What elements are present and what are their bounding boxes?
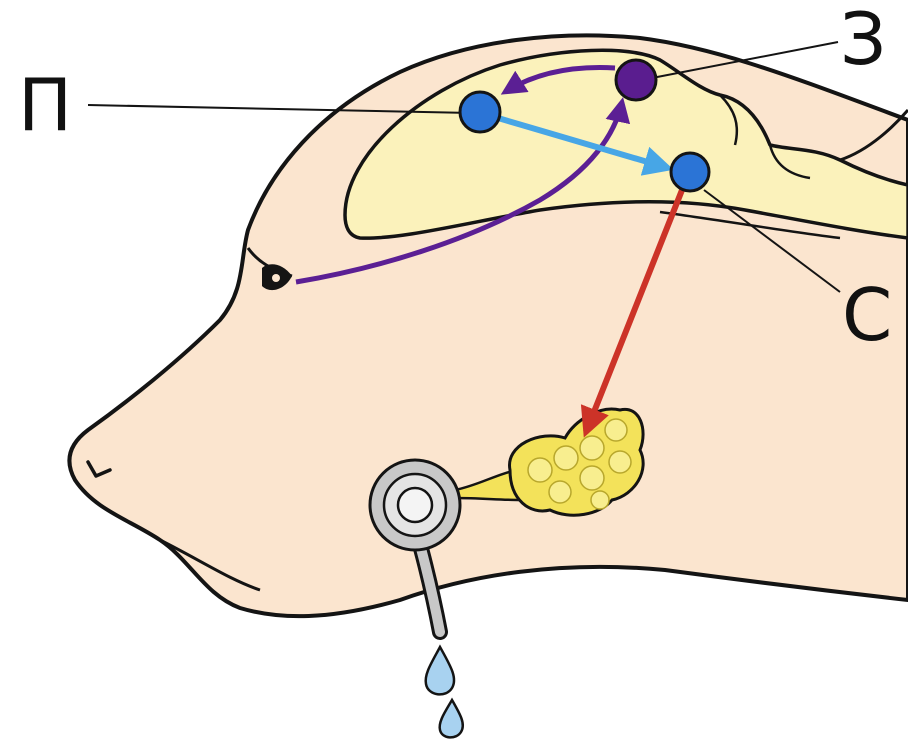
fistula-disk [370, 460, 460, 550]
center-p [460, 92, 500, 132]
label-p: П [18, 63, 72, 147]
saliva-drop-2 [440, 700, 463, 737]
center-z [616, 60, 656, 100]
center-s [671, 153, 709, 191]
saliva-drop-1 [426, 647, 454, 694]
label-s: С [842, 273, 892, 357]
label-z: З [840, 0, 886, 81]
